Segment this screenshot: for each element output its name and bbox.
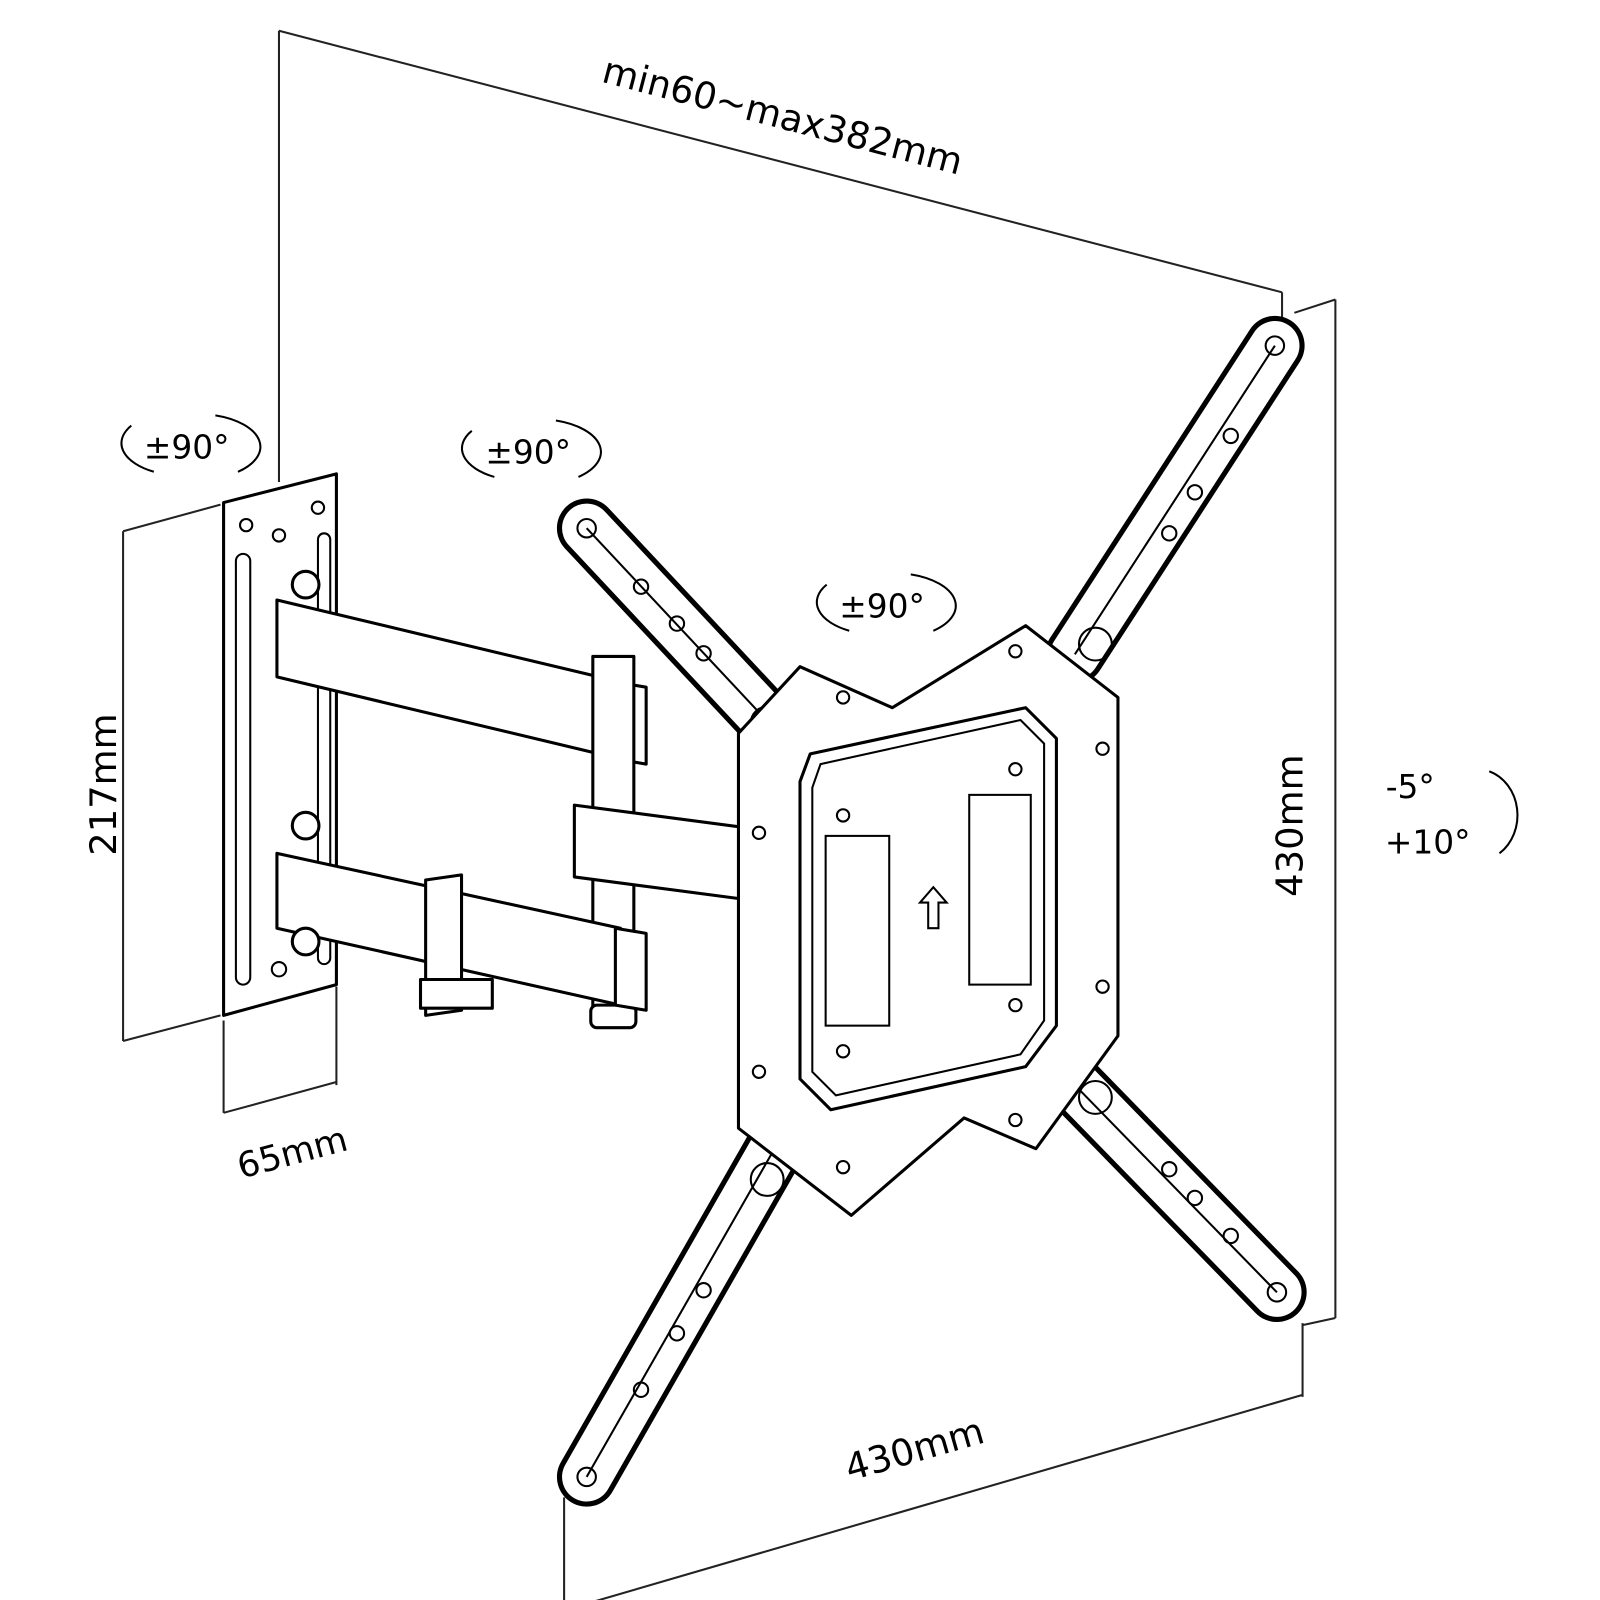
wall-plate-width-dimension: 65mm [222, 986, 352, 1188]
vesa-height-label: 430mm [1269, 754, 1312, 896]
extension-dimension: min60~max382mm [277, 29, 1284, 483]
lower-arm [275, 569, 771, 1017]
arm-swivel-label: ±90° [485, 434, 571, 472]
vesa-plate [736, 624, 1120, 1217]
plate-rotation-label: ±90° [839, 587, 925, 625]
tilt-indicator: -5° +10° [1385, 768, 1519, 861]
wall-swivel-indicator: ±90° [120, 414, 262, 473]
wall-swivel-label: ±90° [144, 428, 230, 466]
vesa-arms [556, 315, 1307, 1507]
tilt-down-label: -5° [1386, 768, 1435, 806]
arm-swivel-indicator: ±90° [460, 419, 602, 478]
wall-plate-height-label: 217mm [82, 713, 125, 855]
vesa-width-label: 430mm [840, 1409, 989, 1490]
wall-plate-height-dimension: 217mm [82, 503, 221, 1043]
plate-rotation-indicator: ±90° [815, 573, 957, 632]
extension-label: min60~max382mm [598, 49, 967, 184]
vesa-height-dimension: 430mm [1269, 298, 1337, 1327]
tilt-up-label: +10° [1385, 823, 1471, 861]
wall-plate-width-label: 65mm [233, 1120, 352, 1188]
